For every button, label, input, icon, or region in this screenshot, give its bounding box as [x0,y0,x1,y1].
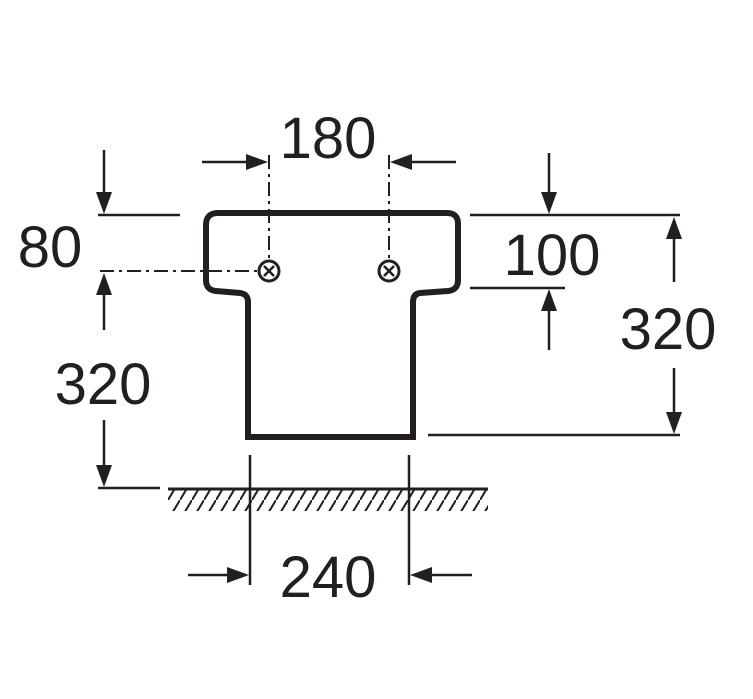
dim-100-arrows [541,153,557,350]
fixing-hole-right-icon [377,259,401,283]
label-320-left: 320 [55,352,152,417]
label-180: 180 [280,106,377,171]
dim-320-right-arrows [666,217,682,434]
label-100: 100 [504,223,601,288]
dim-180-arrows [202,154,456,170]
label-240: 240 [280,545,377,610]
dim-240-arrows [188,567,472,583]
label-320-right: 320 [620,297,717,362]
label-80: 80 [18,215,83,280]
floor-hatch [168,487,488,511]
dim-80-arrows [96,150,112,330]
dim-320-left-arrows [96,420,112,487]
fixture-outline [203,210,461,440]
fixing-hole-left-icon [257,259,281,283]
